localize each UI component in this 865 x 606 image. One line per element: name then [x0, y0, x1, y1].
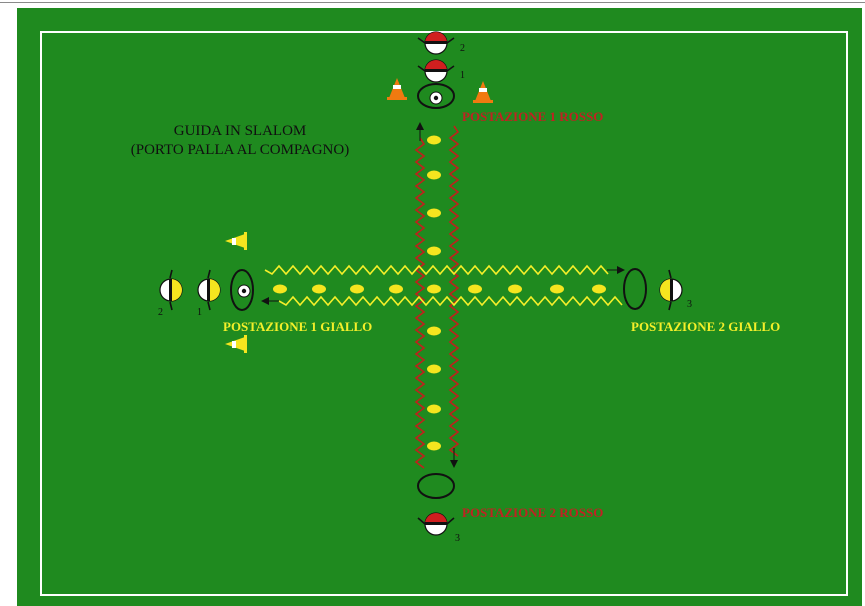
yellow-player-1-left	[198, 270, 220, 310]
drill-title-line1: GUIDA IN SLALOM	[107, 122, 373, 141]
player-number-red-top-front: 1	[460, 71, 465, 81]
red-player-2-top	[418, 32, 454, 54]
station-red-1-label: POSTAZIONE 1 ROSSO	[462, 110, 603, 123]
yellow-player-2-left	[160, 270, 182, 310]
drill-title-line2: (PORTO PALLA AL COMPAGNO)	[107, 141, 373, 160]
top-border-line	[0, 2, 865, 3]
red-slalom-path-left	[416, 138, 424, 468]
hoop-right	[624, 269, 646, 309]
yellow-player-3-right	[660, 270, 682, 310]
cone-left-top	[225, 232, 247, 250]
station-red-2-label: POSTAZIONE 2 ROSSO	[462, 506, 603, 519]
drill-diagram	[17, 8, 862, 606]
slalom-discs-horizontal	[273, 285, 606, 294]
player-number-red-bottom: 3	[455, 534, 460, 544]
station-yellow-2-label: POSTAZIONE 2 GIALLO	[631, 320, 780, 333]
ball-left	[238, 285, 250, 297]
cone-top-left	[387, 78, 407, 100]
pitch: GUIDA IN SLALOM (PORTO PALLA AL COMPAGNO…	[17, 8, 862, 606]
cone-top-right	[473, 81, 493, 103]
ball-top	[430, 92, 442, 104]
player-number-red-top-back: 2	[460, 44, 465, 54]
red-player-1-top	[418, 60, 454, 82]
station-yellow-1-label: POSTAZIONE 1 GIALLO	[223, 320, 372, 333]
yellow-slalom-path-bottom	[279, 297, 622, 305]
hoop-bottom	[418, 474, 454, 498]
player-number-yellow-left-back: 2	[158, 308, 163, 318]
red-player-3-bottom	[418, 513, 454, 535]
player-number-yellow-left-front: 1	[197, 308, 202, 318]
player-number-yellow-right: 3	[687, 300, 692, 310]
cone-left-bottom	[225, 335, 247, 353]
yellow-slalom-path-top	[265, 266, 608, 274]
drill-title: GUIDA IN SLALOM (PORTO PALLA AL COMPAGNO…	[107, 122, 373, 160]
red-slalom-path-right	[450, 126, 458, 456]
